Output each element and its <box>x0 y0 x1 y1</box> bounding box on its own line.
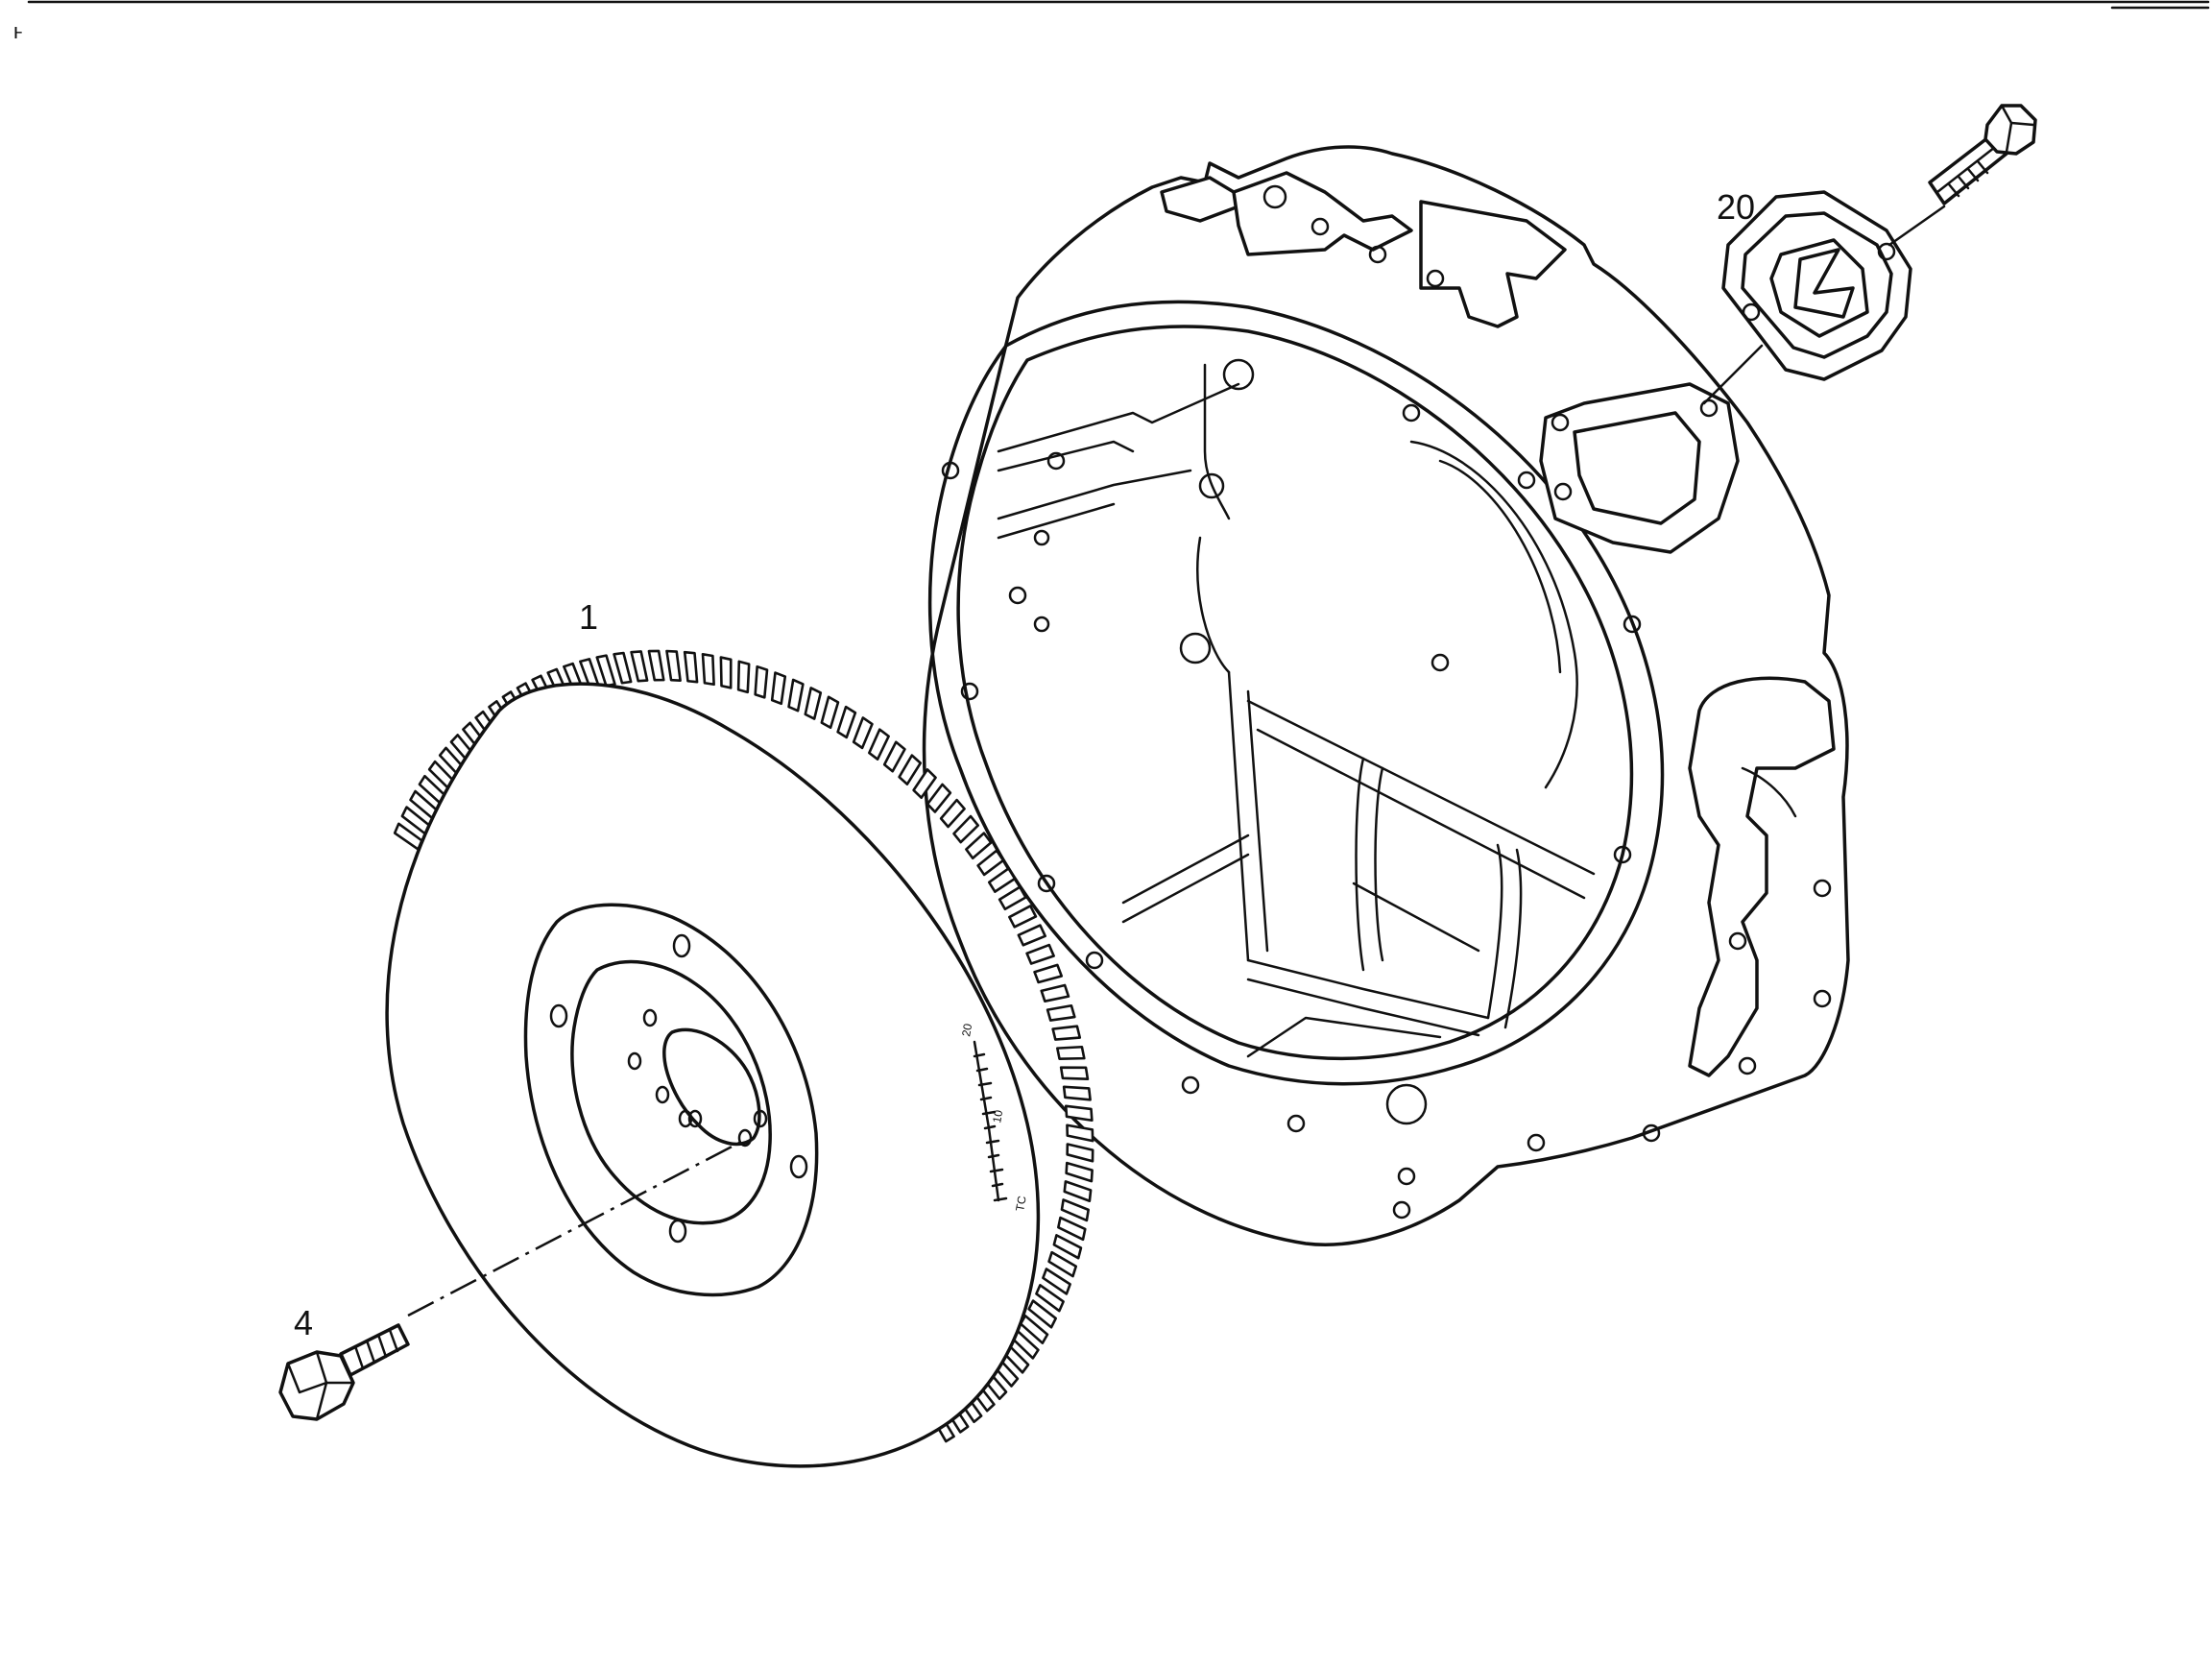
corner-mark: ⱶ <box>13 19 22 43</box>
gear-tooth <box>683 650 699 684</box>
gear-tooth <box>976 849 1005 877</box>
gear-tooth <box>1052 1234 1083 1260</box>
gear-tooth <box>665 649 682 682</box>
gear-tooth <box>912 768 937 800</box>
gear-tooth <box>1066 1123 1094 1143</box>
callout-4: 4 <box>294 1303 313 1342</box>
gear-tooth <box>1060 1198 1090 1222</box>
gear-tooth <box>1056 1045 1086 1060</box>
gear-tooth <box>1063 1180 1093 1203</box>
flywheel-housing <box>922 145 1850 1246</box>
callout-1: 1 <box>579 597 598 637</box>
gear-tooth <box>701 653 715 687</box>
gear-tooth <box>719 656 733 689</box>
gear-tooth <box>1040 983 1070 1003</box>
gear-tooth <box>1066 1143 1094 1163</box>
gear-tooth <box>1027 1299 1058 1329</box>
gear-tooth <box>952 814 980 844</box>
gear-tooth <box>1065 1161 1094 1183</box>
sheet-border <box>27 0 2210 10</box>
cover-plate <box>1721 190 1912 381</box>
gear-tooth <box>1062 1085 1092 1101</box>
gear-tooth <box>898 754 923 785</box>
gear-tooth <box>926 783 952 813</box>
gear-tooth <box>939 798 966 829</box>
timing-mark-20: 20 <box>959 1023 974 1038</box>
gear-tooth <box>736 660 751 694</box>
timing-mark-tc: TC <box>1013 1195 1029 1213</box>
gear-tooth <box>965 832 993 860</box>
gear-tooth <box>1035 1284 1065 1313</box>
flywheel-bolt-holes <box>549 933 808 1244</box>
timing-mark-10: 10 <box>990 1109 1005 1124</box>
gear-tooth <box>1057 1216 1087 1242</box>
cover-plate-bolt <box>1928 104 2037 205</box>
gear-tooth <box>1064 1104 1094 1123</box>
gear-tooth <box>852 716 874 750</box>
housing-bolt-holes <box>941 217 1832 1220</box>
gear-tooth <box>613 651 633 685</box>
gear-tooth <box>647 649 665 682</box>
flywheel-bolt <box>278 1323 410 1421</box>
timing-scale: 20 10 TC <box>959 1023 1029 1213</box>
gear-tooth <box>1046 1003 1076 1022</box>
gear-tooth <box>1025 943 1055 965</box>
gear-tooth <box>770 671 787 706</box>
gear-tooth <box>836 705 857 739</box>
callout-labels: 1 4 20 <box>294 187 1755 1342</box>
gear-tooth <box>804 687 823 720</box>
gear-tooth <box>882 740 906 773</box>
gear-tooth <box>987 867 1017 893</box>
gear-tooth <box>787 678 805 713</box>
gear-tooth <box>868 728 890 761</box>
gear-tooth <box>1051 1025 1082 1041</box>
gear-tooth <box>754 664 769 699</box>
bolt-centerline <box>407 1141 740 1317</box>
cover-bolt-leader <box>1887 205 1946 247</box>
gear-tooth <box>1059 1066 1090 1081</box>
cover-plate-leader <box>1702 344 1764 405</box>
gear-tooth <box>1008 905 1038 929</box>
gear-tooth <box>1033 963 1064 984</box>
gear-tooth <box>595 654 616 688</box>
gear-tooth <box>1042 1268 1071 1295</box>
gear-tooth <box>1047 1250 1078 1278</box>
gear-tooth <box>998 885 1027 911</box>
gear-tooth <box>1017 924 1046 947</box>
gear-tooth <box>820 695 840 730</box>
gear-tooth <box>630 650 649 683</box>
callout-20: 20 <box>1717 187 1755 227</box>
flywheel: 20 10 TC <box>385 649 1094 1468</box>
